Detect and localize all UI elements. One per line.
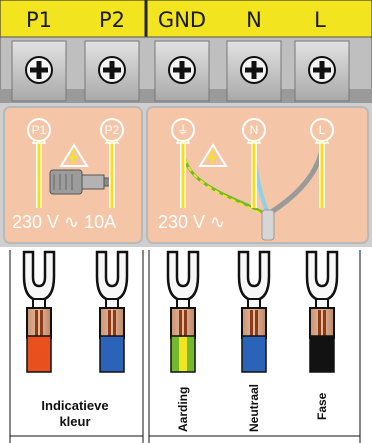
indicative-color-label-line2: kleur bbox=[59, 414, 90, 429]
warning-icon bbox=[59, 143, 89, 167]
wire-section-dividers bbox=[9, 250, 361, 443]
cable-sleeve bbox=[261, 209, 275, 241]
wire-orange bbox=[22, 250, 56, 373]
wire-green-yellow bbox=[166, 250, 200, 373]
panel-right-rating: 230 V ∿ bbox=[158, 212, 225, 232]
svg-text:P1: P1 bbox=[32, 123, 47, 137]
circle-label-l: L bbox=[310, 118, 334, 142]
circle-label-p1: P1 bbox=[27, 118, 51, 142]
terminal-label-p1: P1 bbox=[26, 8, 52, 32]
svg-text:P2: P2 bbox=[105, 123, 120, 137]
wire-black-phase bbox=[305, 250, 339, 373]
circle-label-gnd: ⏚ bbox=[171, 118, 195, 142]
terminal-label-n: N bbox=[246, 8, 262, 32]
screw-p2 bbox=[84, 40, 140, 102]
wire-label-aarding: Aarding bbox=[176, 387, 190, 432]
circle-label-n: N bbox=[242, 118, 266, 142]
screw-l bbox=[294, 40, 350, 102]
wire-blue-neutral bbox=[237, 250, 271, 373]
wire-label-fase: Fase bbox=[315, 392, 329, 420]
svg-text:N: N bbox=[250, 123, 259, 137]
motor-icon bbox=[49, 169, 113, 195]
wire-blue-indicative bbox=[95, 250, 129, 373]
svg-text:⏚: ⏚ bbox=[177, 123, 189, 137]
terminal-header: P1 P2 GND N L bbox=[0, 0, 372, 38]
terminal-label-gnd: GND bbox=[158, 8, 206, 32]
circle-label-p2: P2 bbox=[100, 118, 124, 142]
svg-text:L: L bbox=[319, 123, 326, 137]
warning-icon bbox=[198, 143, 228, 167]
terminal-label-l: L bbox=[314, 8, 326, 32]
panel-left-rating: 230 V ∿ 10A bbox=[12, 212, 116, 232]
wire-label-neutraal: Neutraal bbox=[247, 384, 261, 432]
connection-panel: P1 P2 ⏚ N L 230 V ∿ 10A 230 V ∿ bbox=[0, 103, 372, 247]
screw-n bbox=[226, 40, 282, 102]
terminal-label-p2: P2 bbox=[99, 8, 125, 32]
screw-p1 bbox=[11, 40, 67, 102]
screw-gnd bbox=[154, 40, 210, 102]
indicative-color-label-line1: Indicatieve bbox=[41, 398, 108, 413]
screw-terminal-block bbox=[0, 36, 372, 104]
